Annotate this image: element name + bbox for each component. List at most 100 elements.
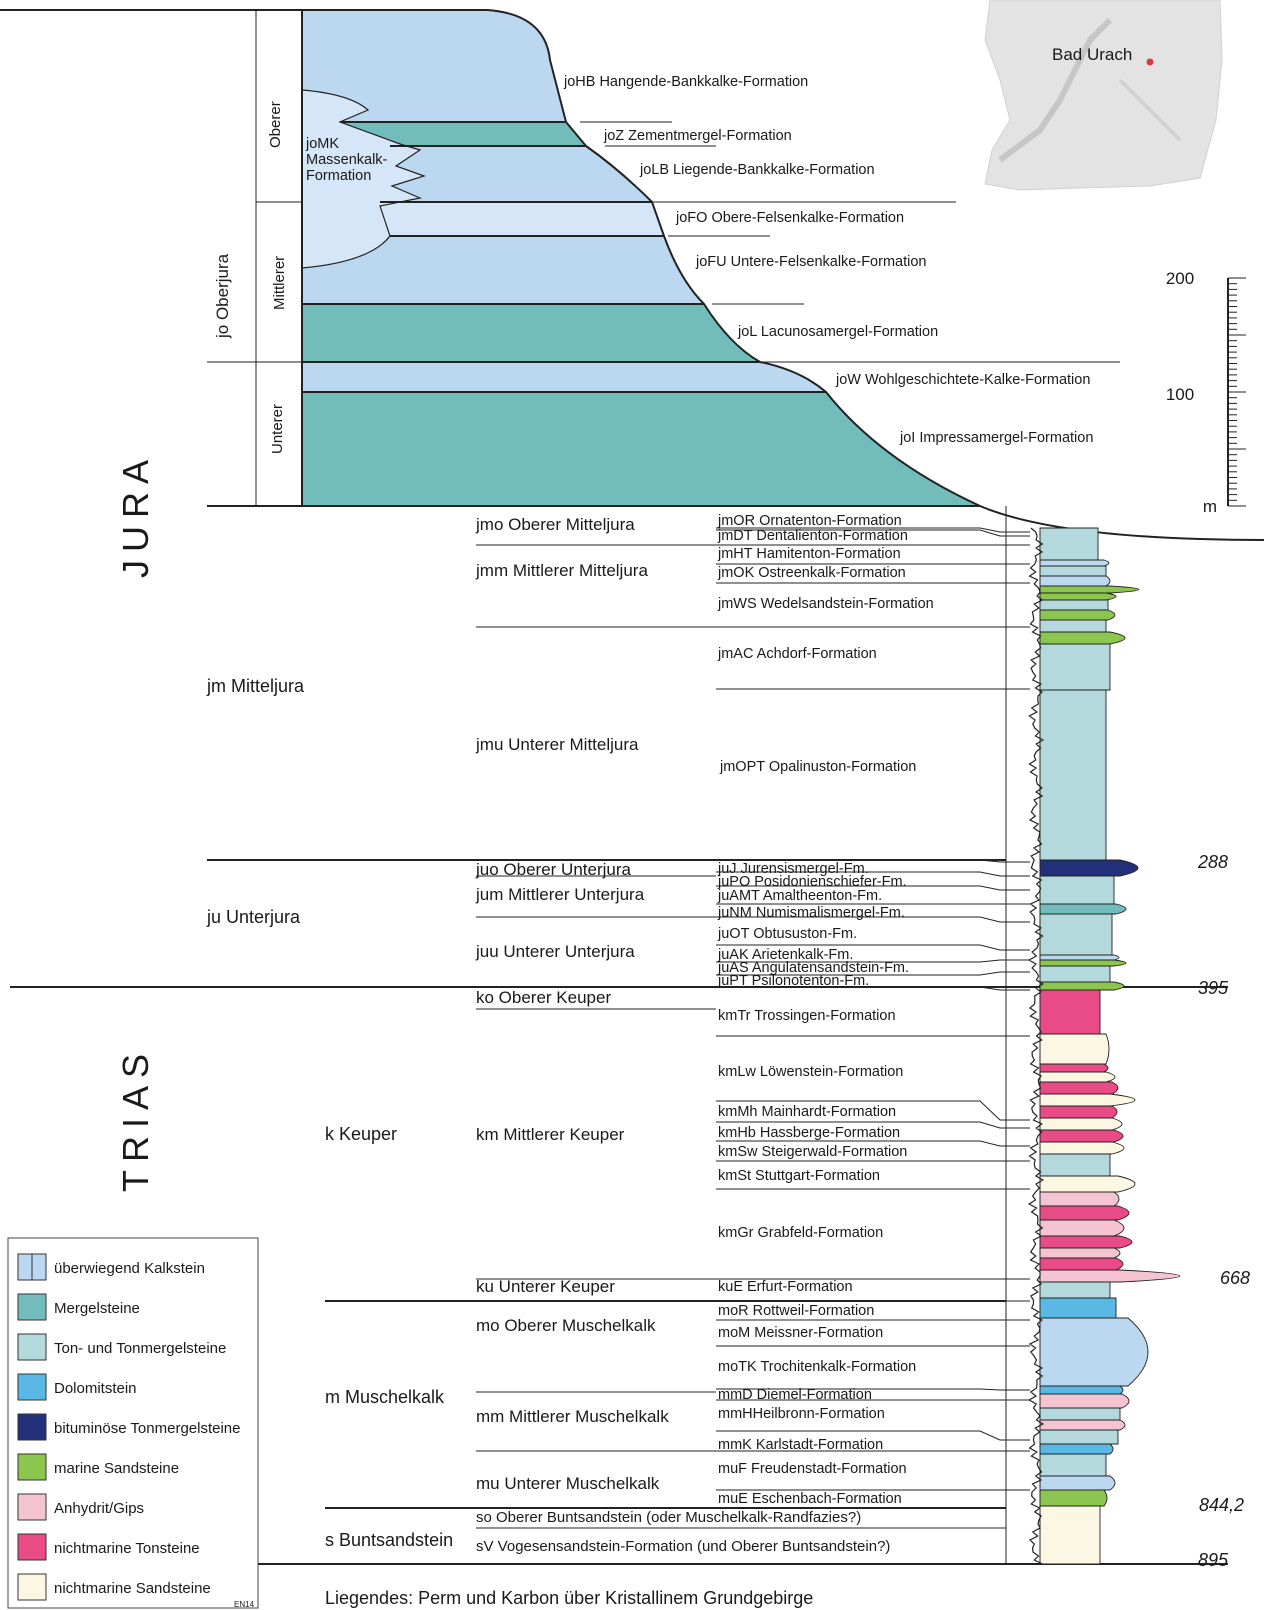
subgroup-label-jmo: jmo Oberer Mitteljura (475, 515, 635, 534)
formation-label-kmHb: kmHb Hassberge-Formation (718, 1125, 900, 1141)
sub-label-mittlerer: Mittlerer (271, 256, 288, 310)
log-unit-anhydrit (1039, 1269, 1181, 1283)
formation-separator (716, 1100, 1030, 1121)
log-unit-dolomit (1039, 1297, 1117, 1319)
log-unit-marine_sand (1039, 631, 1126, 645)
formation-label-moTK: moTK Trochitenkalk-Formation (718, 1359, 916, 1375)
log-unit-marine_sand (1039, 1489, 1108, 1507)
formation-label-juPO: juPO Posidonienschiefer-Fm. (717, 874, 907, 890)
formation-label-moM: moM Meissner-Formation (718, 1325, 883, 1341)
log-unit-ton (1039, 565, 1107, 577)
formation-label-jmDT: jmDT Dentalienton-Formation (717, 528, 908, 544)
subgroup-label-sV: sV Vogesensandstein-Formation (und Obere… (476, 1538, 890, 1555)
subgroup-label-jum: jum Mittlerer Unterjura (475, 885, 645, 904)
legend-code: EN14 (234, 1600, 255, 1609)
log-unit-anhydrit (1039, 1419, 1126, 1431)
layer-joFU (302, 236, 704, 304)
formation-separator (716, 986, 1030, 991)
formation-label-juAMT: juAMT Amaltheenton-Fm. (717, 888, 882, 904)
log-unit-anhydrit (1039, 1191, 1120, 1207)
location-marker (1146, 58, 1154, 66)
log-unit-kalkstein (1039, 575, 1111, 587)
log-unit-dolomit (1039, 1385, 1124, 1395)
formation-label-mmK: mmK Karlstadt-Formation (718, 1437, 883, 1453)
upper-jura-profile: joHB Hangende-Bankkalke-Formation joZ Ze… (0, 9, 1264, 541)
subgroup-label-mm: mm Mittlerer Muschelkalk (476, 1407, 669, 1426)
depth-label-395: 395 (1198, 978, 1229, 998)
log-unit-ton (1039, 599, 1109, 611)
log-unit-marine_sand (1039, 592, 1117, 601)
massenkalk-label-3: Formation (306, 168, 371, 184)
subgroup-labels: jmo Oberer Mitteljura jmm Mittlerer Mitt… (475, 515, 890, 1555)
legend-swatch-nm_sand (17, 1573, 47, 1601)
group-label-ju: ju Unterjura (206, 907, 301, 927)
formation-label-moR: moR Rottweil-Formation (718, 1303, 874, 1319)
legend-swatch-nm_ton (17, 1533, 47, 1561)
massenkalk-label-1: joMK (305, 136, 339, 152)
scale-label-100: 100 (1166, 385, 1194, 404)
formation-label-joLB: joLB Liegende-Bankkalke-Formation (639, 162, 875, 178)
log-unit-marine_sand (1039, 959, 1127, 967)
formation-label-jmOK: jmOK Ostreenkalk-Formation (717, 565, 906, 581)
group-label-s: s Buntsandstein (325, 1530, 453, 1550)
formation-label-joFU: joFU Untere-Felsenkalke-Formation (695, 254, 926, 270)
layer-joHB (302, 10, 566, 122)
subgroup-label-juu: juu Unterer Unterjura (475, 942, 635, 961)
log-unit-anhydrit (1039, 1247, 1121, 1259)
scale-label-m: m (1203, 497, 1217, 516)
legend-swatch-bitumen (17, 1413, 47, 1441)
legend-label-kalkstein: überwiegend Kalkstein (54, 1260, 205, 1277)
scale-label-200: 200 (1166, 269, 1194, 288)
formation-label-juNM: juNM Numismalismergel-Fm. (717, 905, 905, 921)
log-unit-kalkstein (1039, 559, 1110, 567)
log-unit-ton (1039, 643, 1111, 691)
group-labels: jm Mitteljura ju Unterjura k Keuper m Mu… (206, 676, 453, 1550)
group-label-jm: jm Mitteljura (206, 676, 305, 696)
log-unit-nm_ton (1039, 1235, 1133, 1249)
log-unit-nm_sand (1039, 1093, 1136, 1107)
formation-label-jmAC: jmAC Achdorf-Formation (717, 646, 877, 662)
formation-label-jmOR: jmOR Ornatenton-Formation (717, 513, 902, 529)
log-unit-anhydrit (1039, 1393, 1130, 1409)
log-unit-nm_sand (1039, 1175, 1136, 1193)
formation-label-muF: muF Freudenstadt-Formation (718, 1461, 907, 1477)
subgroup-label-juo: juo Oberer Unterjura (475, 860, 632, 879)
formation-label-kmMh: kmMh Mainhardt-Formation (718, 1104, 896, 1120)
subgroup-label-ku: ku Unterer Keuper (476, 1277, 615, 1296)
formation-separator (716, 871, 1030, 877)
sub-label-oberer: Oberer (267, 101, 284, 148)
formation-label-muE: muE Eschenbach-Formation (718, 1491, 902, 1507)
formation-label-jmWS: jmWS Wedelsandstein-Formation (717, 596, 934, 612)
formation-separator (716, 529, 1030, 537)
subgroup-label-jmu: jmu Unterer Mitteljura (475, 735, 639, 754)
log-unit-mergel (1039, 903, 1127, 915)
formation-separator (716, 944, 1030, 951)
legend-swatch-dolomit (17, 1373, 47, 1401)
legend-swatch-marine_sand (17, 1453, 47, 1481)
log-unit-kalkstein (1039, 954, 1120, 961)
formation-label-mmD: mmD Diemel-Formation (718, 1387, 872, 1403)
legend-label-mergel: Mergelsteine (54, 1300, 140, 1317)
subgroup-label-ko: ko Oberer Keuper (476, 988, 611, 1007)
layer-joW (302, 362, 826, 392)
scale-bar: 200 100 m (1166, 269, 1246, 516)
formation-label-joL: joL Lacunosamergel-Formation (737, 324, 938, 340)
log-unit-nm_sand (1039, 1141, 1125, 1155)
log-unit-marine_sand (1039, 609, 1116, 621)
map-relief (984, 0, 1223, 191)
formation-label-juPT: juPT Psilonotenton-Fm. (717, 973, 869, 989)
log-unit-nm_ton (1039, 989, 1101, 1035)
depth-labels: 288 395 668 844,2 895 (1197, 852, 1250, 1570)
sub-label-unterer: Unterer (269, 404, 286, 454)
map-ridge (998, 17, 1113, 163)
formation-labels: jmOR Ornatenton-Formation jmDT Dentalien… (717, 513, 934, 1507)
log-unit-ton (1039, 527, 1099, 561)
massenkalk-label-2: Massenkalk- (306, 152, 388, 168)
formation-label-joZ: joZ Zementmergel-Formation (603, 128, 792, 144)
log-unit-nm_sand (1039, 1505, 1101, 1565)
joHB-profile-outline (302, 9, 1264, 541)
formation-separator (716, 859, 1030, 863)
formation-label-kmSw: kmSw Steigerwald-Formation (718, 1144, 907, 1160)
subgroup-label-km: km Mittlerer Keuper (476, 1125, 625, 1144)
